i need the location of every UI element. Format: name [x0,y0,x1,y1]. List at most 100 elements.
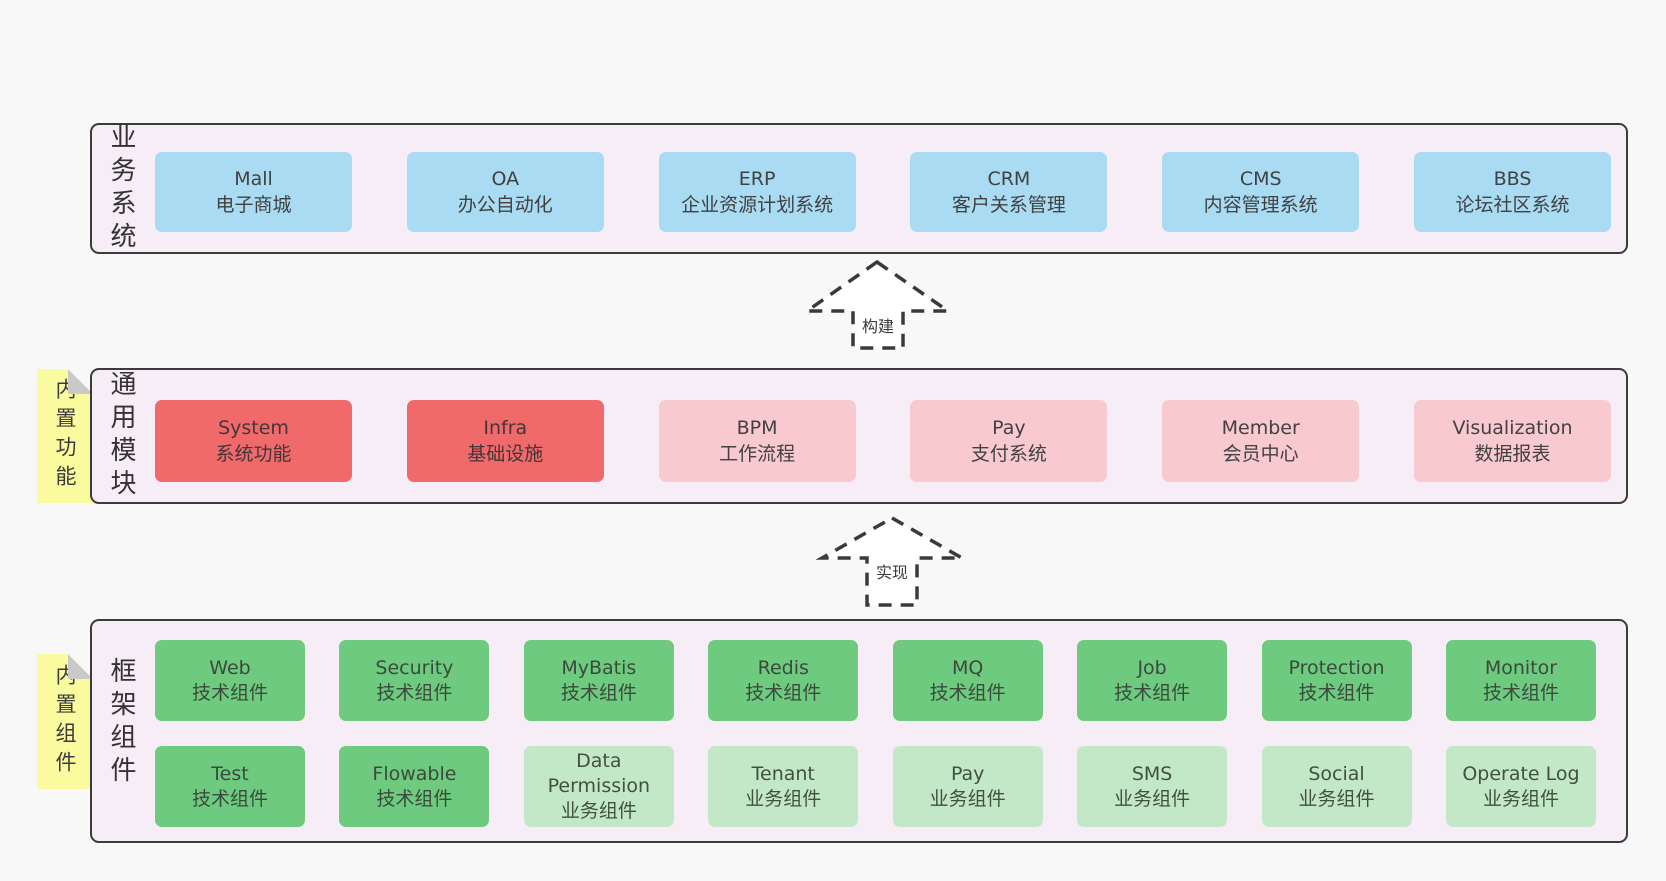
node-title: Data Permission [547,750,651,797]
node-title: CMS [1239,168,1282,190]
node-title: CRM [987,168,1031,190]
business-systems-row: Mall 电子商城 OA 办公自动化 ERP 企业资源计划系统 CRM 客户关系… [155,152,1611,232]
node-pay-component: Pay 业务组件 [892,746,1043,827]
node-subtitle: 论坛社区系统 [1455,194,1570,216]
node-member: Member 会员中心 [1162,400,1360,482]
layer-label-common-modules: 通用模块 [106,370,136,502]
node-subtitle: 技术组件 [1298,681,1375,704]
node-subtitle: 技术组件 [376,681,453,704]
node-subtitle: 业务组件 [1298,787,1375,810]
node-title: Tenant [751,762,815,785]
node-title: ERP [738,168,776,190]
node-subtitle: 电子商城 [215,194,292,216]
node-subtitle: 技术组件 [191,681,268,704]
node-title: Test [211,762,249,785]
node-bpm: BPM 工作流程 [658,400,856,482]
sticky-note-built-in-features: 内置功能 [37,369,93,503]
node-subtitle: 办公自动化 [457,194,553,216]
node-oa: OA 办公自动化 [406,152,604,232]
framework-components-layer: 框架组件 Web 技术组件 Security 技术组件 MyBatis 技术组件… [90,619,1628,843]
node-subtitle: 客户关系管理 [951,194,1066,216]
node-title: Mall [234,168,273,190]
node-system: System 系统功能 [155,400,352,482]
node-title: Pay [992,417,1026,439]
node-title: OA [491,168,520,190]
build-arrow [801,259,954,350]
node-protection: Protection 技术组件 [1261,640,1412,721]
business-systems-layer: 业务系统 Mall 电子商城 OA 办公自动化 ERP 企业资源计划系统 CRM… [90,122,1628,255]
node-test: Test 技术组件 [155,746,305,827]
node-subtitle: 业务组件 [1114,787,1191,810]
node-crm: CRM 客户关系管理 [910,152,1108,232]
node-title: Web [209,656,251,679]
node-title: BPM [736,417,778,439]
framework-components-row-1: Web 技术组件 Security 技术组件 MyBatis 技术组件 Redi… [155,640,1596,721]
node-subtitle: 企业资源计划系统 [681,194,834,216]
node-subtitle: 业务组件 [560,800,637,822]
node-job: Job 技术组件 [1077,640,1228,721]
node-title: Redis [757,656,809,679]
node-data-permission: Data Permission 业务组件 [523,746,674,827]
node-redis: Redis 技术组件 [708,640,859,721]
node-title: Pay [950,762,985,785]
node-subtitle: 系统功能 [215,443,292,465]
node-title: System [218,417,289,439]
build-arrow-label: 构建 [861,317,894,336]
node-title: MQ [952,656,984,679]
node-title: Member [1221,417,1300,439]
implement-arrow [815,515,969,607]
node-title: Job [1137,656,1167,679]
node-title: Operate Log [1462,762,1580,785]
node-title: Flowable [372,762,457,785]
node-subtitle: 业务组件 [929,787,1006,810]
node-mall: Mall 电子商城 [155,152,352,232]
framework-components-row-2: Test 技术组件 Flowable 技术组件 Data Permission … [155,746,1596,827]
common-modules-row: System 系统功能 Infra 基础设施 BPM 工作流程 Pay 支付系统… [155,400,1611,482]
node-social: Social 业务组件 [1261,746,1412,827]
layer-label-framework-components: 框架组件 [106,657,136,789]
node-infra: Infra 基础设施 [406,400,604,482]
implement-arrow-label: 实现 [875,563,908,582]
sticky-note-text: 内置组件 [53,663,77,780]
node-title: Security [375,656,454,679]
node-subtitle: 基础设施 [467,443,544,465]
node-title: Social [1308,762,1365,785]
node-monitor: Monitor 技术组件 [1445,640,1596,721]
node-tenant: Tenant 业务组件 [708,746,859,827]
node-mybatis: MyBatis 技术组件 [523,640,674,721]
node-subtitle: 技术组件 [376,787,453,810]
node-title: Infra [483,417,528,439]
node-title: SMS [1131,762,1173,785]
node-web: Web 技术组件 [155,640,305,721]
node-subtitle: 技术组件 [745,681,822,704]
node-title: Monitor [1484,656,1558,679]
node-security: Security 技术组件 [339,640,490,721]
node-title: Protection [1288,656,1385,679]
node-pay-module: Pay 支付系统 [910,400,1108,482]
node-subtitle: 业务组件 [1482,787,1559,810]
node-subtitle: 技术组件 [929,681,1006,704]
node-title: BBS [1493,168,1532,190]
sticky-note-built-in-components: 内置组件 [37,654,93,789]
node-bbs: BBS 论坛社区系统 [1413,152,1611,232]
node-visualization: Visualization 数据报表 [1413,400,1611,482]
node-subtitle: 技术组件 [560,681,637,704]
node-erp: ERP 企业资源计划系统 [658,152,856,232]
node-subtitle: 工作流程 [719,443,796,465]
node-subtitle: 内容管理系统 [1203,194,1318,216]
node-subtitle: 技术组件 [191,787,268,810]
node-subtitle: 业务组件 [745,787,822,810]
node-cms: CMS 内容管理系统 [1162,152,1360,232]
node-subtitle: 会员中心 [1222,443,1299,465]
node-title: Visualization [1452,417,1573,439]
node-subtitle: 技术组件 [1114,681,1191,704]
node-subtitle: 技术组件 [1482,681,1559,704]
node-operate-log: Operate Log 业务组件 [1445,746,1596,827]
node-title: MyBatis [561,656,637,679]
node-subtitle: 支付系统 [970,443,1047,465]
layer-label-business-systems: 业务系统 [106,122,136,255]
common-modules-layer: 通用模块 System 系统功能 Infra 基础设施 BPM 工作流程 Pay… [90,368,1628,504]
node-sms: SMS 业务组件 [1077,746,1228,827]
node-flowable: Flowable 技术组件 [339,746,490,827]
node-subtitle: 数据报表 [1474,443,1551,465]
